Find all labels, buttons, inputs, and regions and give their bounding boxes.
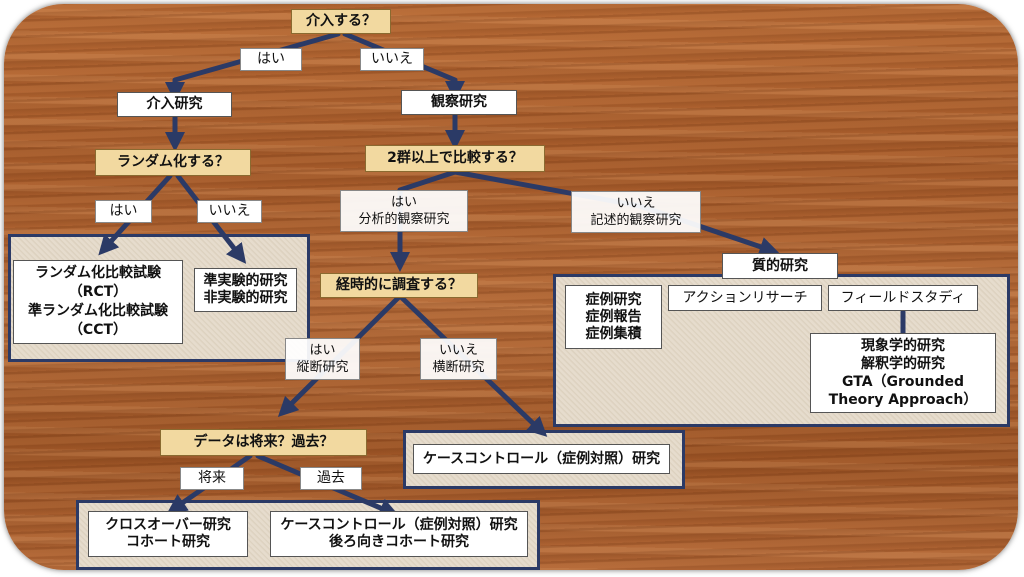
- future-label: 将来: [180, 467, 244, 490]
- randomize-question: ランダム化する？: [95, 149, 251, 176]
- compare-question: 2群以上で比較する？: [365, 145, 545, 172]
- data-time-question: データは将来？過去？: [160, 429, 367, 456]
- intervention-study-box: 介入研究: [117, 92, 232, 117]
- randomize-no-label: いいえ: [197, 200, 262, 223]
- intervention-question: 介入する？: [291, 9, 391, 34]
- crossover-cohort-box: クロスオーバー研究コホート研究: [88, 511, 248, 557]
- no-label-top: いいえ: [360, 48, 424, 71]
- analytic-observational-label: はい分析的観察研究: [340, 190, 468, 232]
- case-control-cross-box: ケースコントロール（症例対照）研究: [413, 444, 670, 474]
- past-label: 過去: [300, 467, 362, 490]
- longitudinal-label: はい縦断研究: [285, 338, 360, 380]
- case-study-box: 症例研究症例報告症例集積: [565, 285, 662, 349]
- cross-sectional-label: いいえ横断研究: [420, 338, 497, 380]
- action-research-box: アクションリサーチ: [668, 285, 822, 311]
- yes-label-top: はい: [240, 48, 302, 71]
- quasi-experimental-box: 準実験的研究非実験的研究: [194, 268, 297, 312]
- rct-box: ランダム化比較試験（RCT）準ランダム化比較試験（CCT）: [13, 260, 183, 344]
- case-control-retro-box: ケースコントロール（症例対照）研究後ろ向きコホート研究: [270, 511, 528, 557]
- randomize-yes-label: はい: [95, 200, 152, 223]
- longitudinal-question: 経時的に調査する？: [320, 273, 478, 298]
- qualitative-study-box: 質的研究: [722, 253, 838, 279]
- descriptive-observational-label: いいえ記述的観察研究: [571, 191, 701, 233]
- field-study-box: フィールドスタディ: [828, 285, 978, 311]
- observational-study-box: 観察研究: [401, 90, 517, 115]
